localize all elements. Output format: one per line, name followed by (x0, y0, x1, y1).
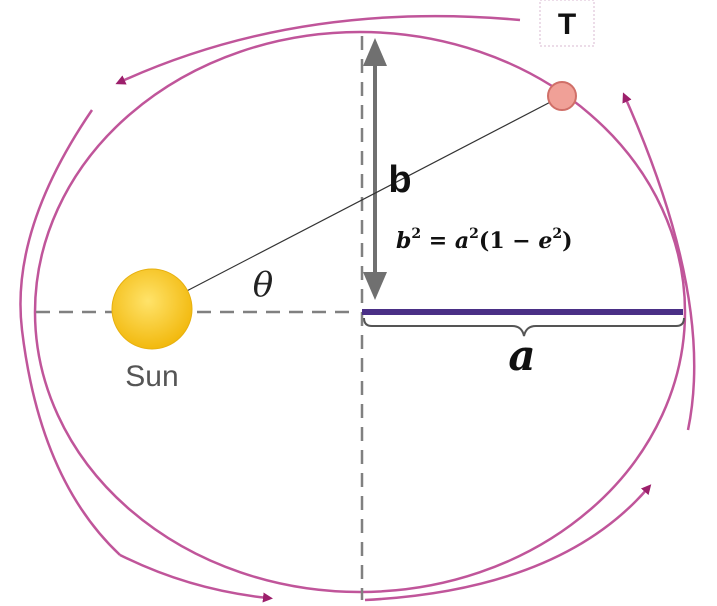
sun-label: Sun (125, 360, 178, 393)
orbit-arrow-left (19, 109, 121, 556)
formula-e-exp: 2 (552, 226, 562, 242)
formula-close: ) (562, 228, 572, 254)
orbit-arrow-bottom (119, 553, 273, 603)
planet-label: T (558, 8, 576, 41)
formula-e: e (538, 228, 552, 254)
orbit-arrow-top (115, 14, 521, 85)
semi-major-brace (363, 317, 685, 337)
formula-open: (1 − (479, 228, 538, 254)
semi-major-label: a (508, 331, 535, 380)
semi-minor-arrow-head-bottom (363, 272, 387, 300)
formula-b: b (396, 228, 411, 254)
orbit-arrow-lower-right (364, 484, 652, 602)
formula-b-exp: 2 (411, 226, 421, 242)
formula: b2 = a2(1 − e2) (396, 226, 573, 254)
orbit-arrow-right (622, 92, 696, 431)
angle-label: θ (253, 265, 273, 305)
semi-minor-arrow-head-top (363, 38, 387, 66)
planet-label-box (539, 0, 595, 47)
orbit-ellipse (33, 30, 687, 594)
formula-a: a (455, 228, 469, 254)
planet-body (547, 81, 577, 111)
sun-body (111, 268, 193, 350)
formula-equals: = (421, 228, 455, 254)
formula-a-exp: 2 (469, 226, 479, 242)
radius-line (151, 95, 563, 310)
semi-minor-label: b (388, 159, 411, 201)
